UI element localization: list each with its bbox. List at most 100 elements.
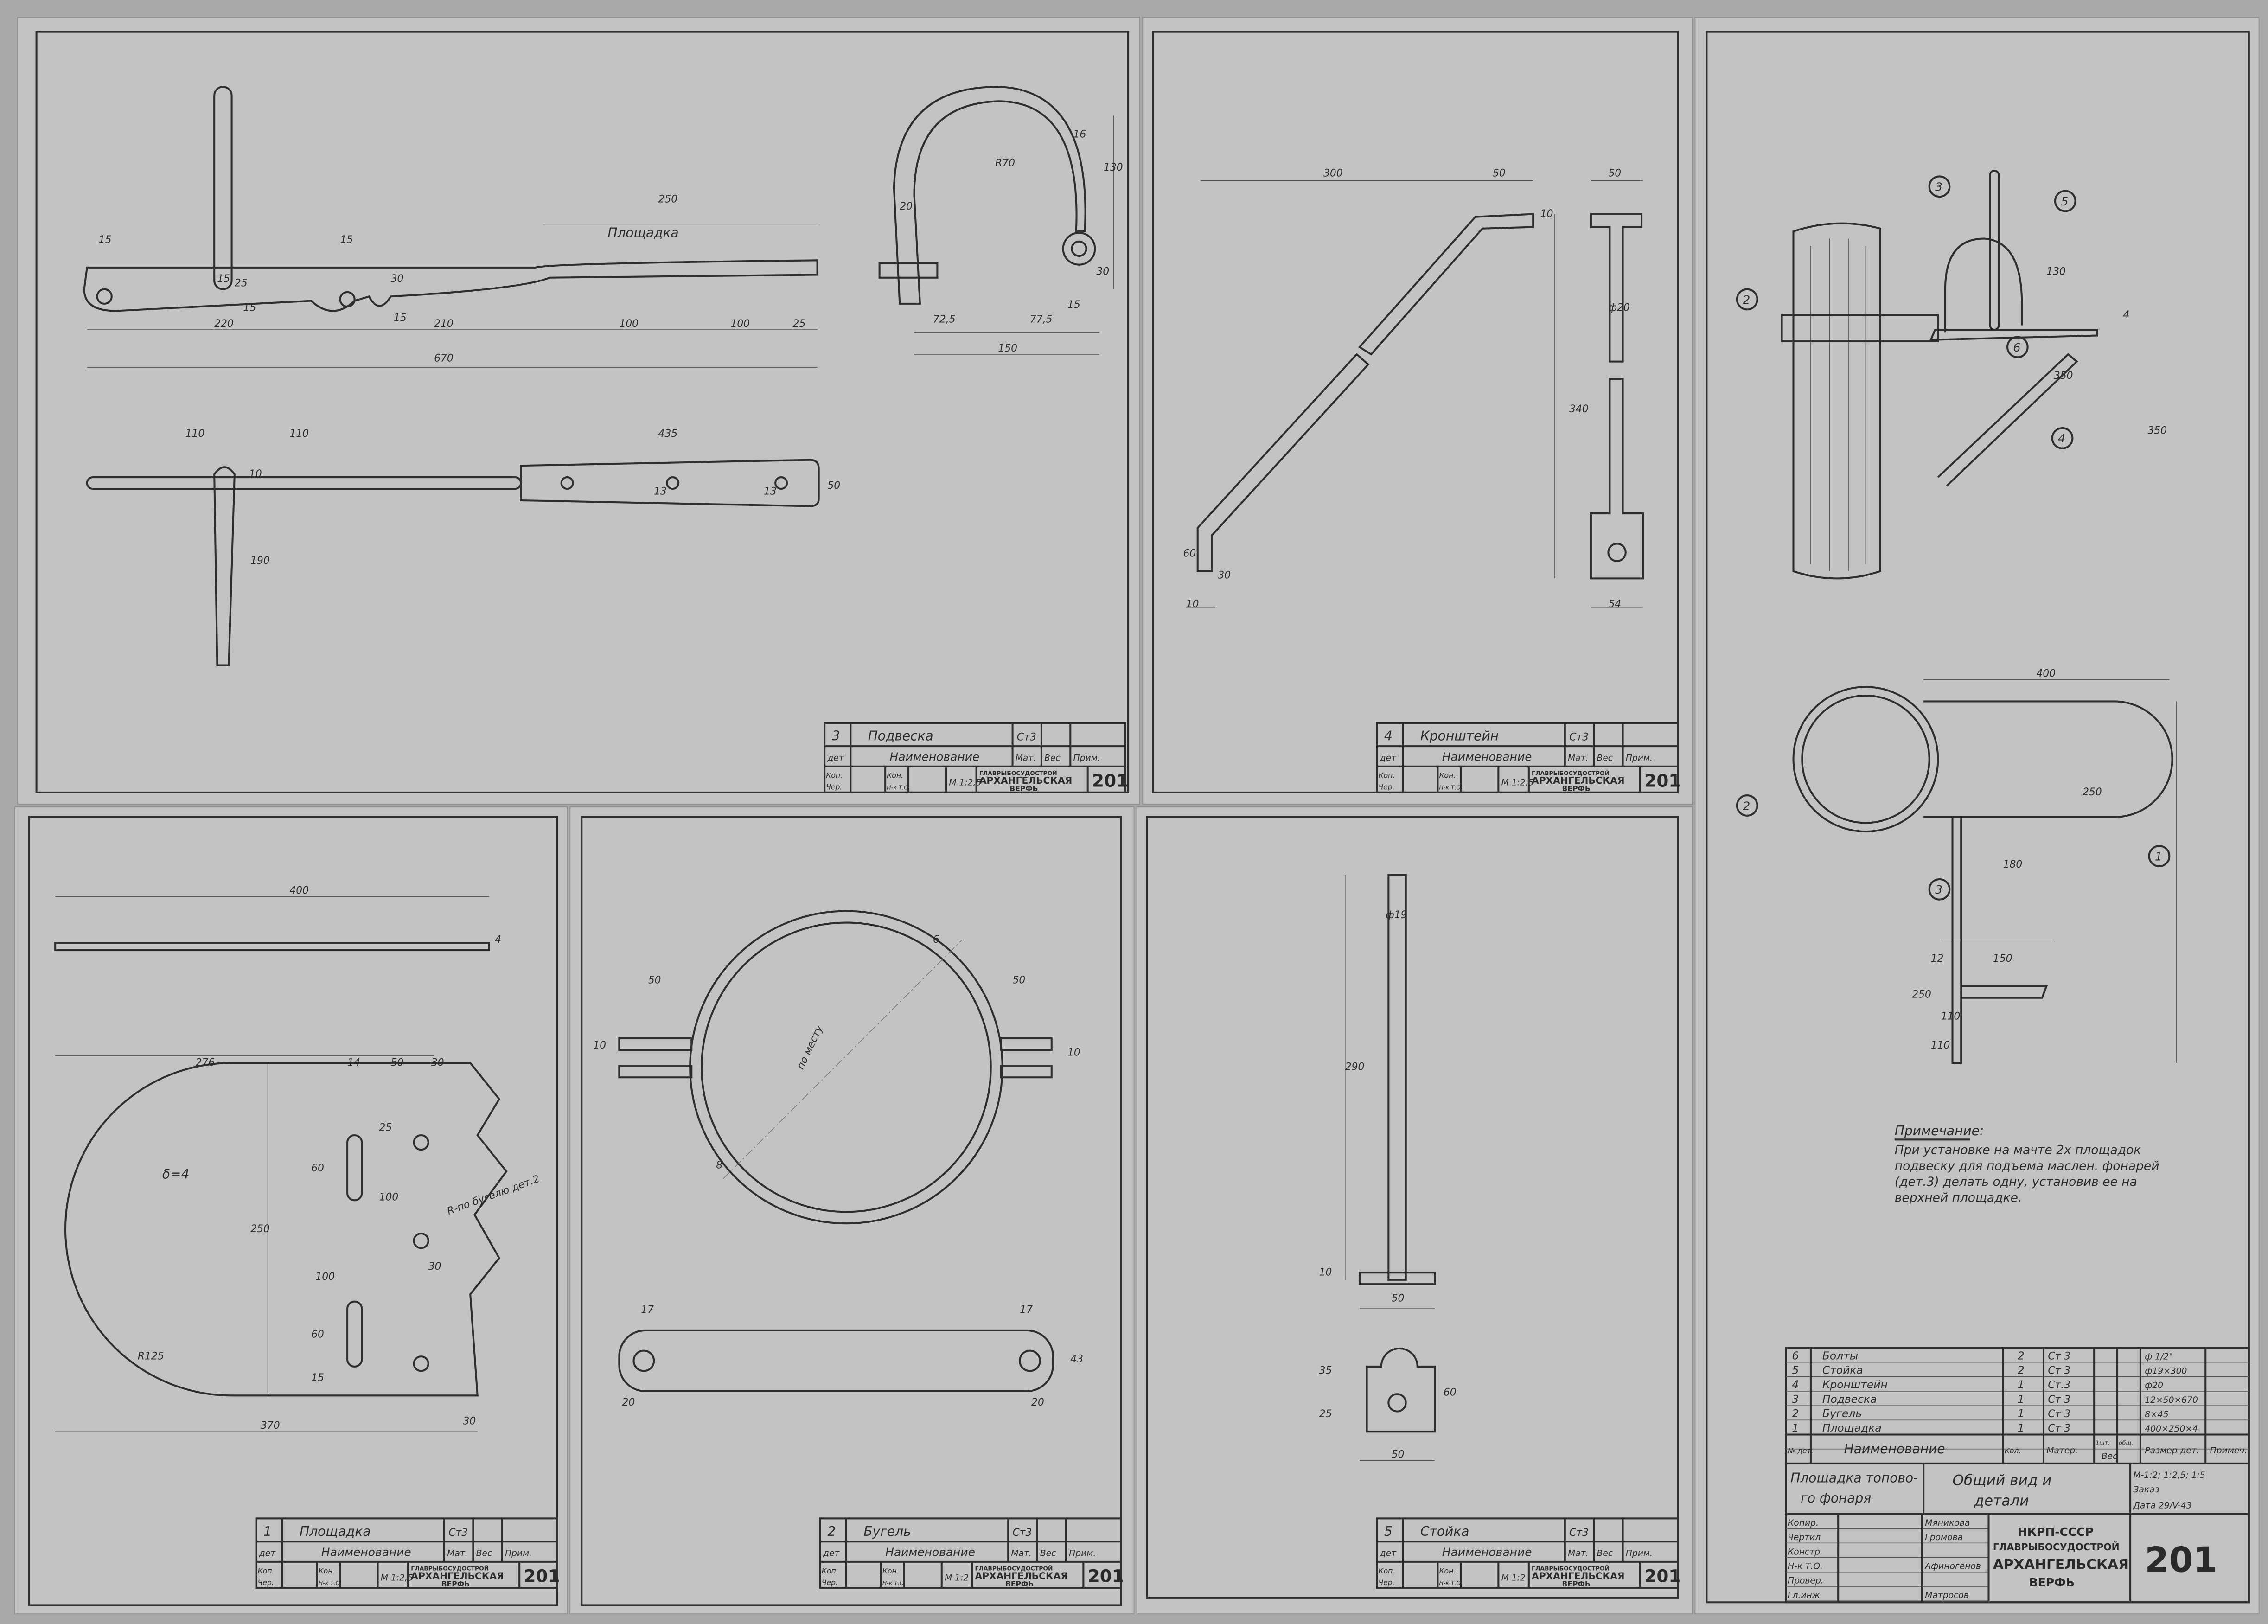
dimension-label: 30 xyxy=(431,1057,444,1068)
sheet-number: 201 xyxy=(1644,770,1680,791)
note-line: верхней площадке. xyxy=(1895,1190,2022,1205)
role-label: Н-к Т.О. xyxy=(1788,1561,1823,1571)
dimension-label: 20 xyxy=(1031,1397,1044,1408)
dimension-label: 50 xyxy=(1392,1293,1405,1304)
stoika-drawing xyxy=(1345,874,1436,1461)
label-thickness: δ=4 xyxy=(162,1167,190,1182)
role-label: Гл.инж. xyxy=(1788,1591,1823,1600)
dimension-label: 43 xyxy=(1070,1354,1083,1365)
person-name: Громова xyxy=(1925,1533,1963,1542)
general-title-and-parts: Примечание:При установке на мачте 2х пло… xyxy=(1785,1123,2250,1604)
label-cher: Чер. xyxy=(1379,1579,1395,1587)
header-det: дет xyxy=(823,1548,840,1558)
label-kon: Кон. xyxy=(1439,1567,1456,1575)
dimension-label: 72,5 xyxy=(933,313,956,325)
dimension-label: 100 xyxy=(619,318,639,330)
org-name: АРХАНГЕЛЬСКАЯ xyxy=(1993,1556,2129,1572)
object-name: Площадка топово- xyxy=(1790,1470,1918,1485)
dimension-label: 10 xyxy=(593,1040,606,1051)
dimension-label: 30 xyxy=(1096,266,1109,278)
header-note: Прим. xyxy=(1626,1548,1653,1558)
order: Заказ xyxy=(2133,1485,2159,1495)
callout-number: 1 xyxy=(2155,850,2162,863)
dimension-label: 13 xyxy=(654,486,667,498)
document-title: Общий вид и xyxy=(1953,1472,2052,1489)
role-label: Копир. xyxy=(1788,1518,1819,1528)
part-row-name: Подвеска xyxy=(1822,1393,1877,1406)
header-material: Матер. xyxy=(2046,1446,2078,1456)
header-weight-total: общ. xyxy=(2119,1439,2133,1446)
dimension-label: 30 xyxy=(428,1261,441,1272)
header-note: Прим. xyxy=(1626,753,1653,763)
dimension-label: 10 xyxy=(1067,1047,1080,1058)
header-weight: Вес xyxy=(476,1548,492,1558)
title-block-frame xyxy=(819,1517,1122,1589)
label-kop: Коп. xyxy=(1379,772,1395,780)
dimension-label: 15 xyxy=(99,234,112,246)
part-row-material: Ст 3 xyxy=(2048,1365,2070,1377)
label-kon: Кон. xyxy=(319,1567,335,1575)
part-number: 2 xyxy=(827,1524,836,1539)
dimension-label: 12 xyxy=(1931,953,1944,965)
header-material: Мат. xyxy=(447,1548,467,1558)
dimension-label: 190 xyxy=(250,555,270,567)
header-name: Наименование xyxy=(885,1545,975,1559)
document-title: детали xyxy=(1974,1492,2029,1509)
dimension-label: 220 xyxy=(214,318,234,330)
note-title: Примечание: xyxy=(1895,1123,1984,1138)
dimension-label: 15 xyxy=(217,273,230,285)
frame xyxy=(35,31,1130,793)
header-note: Прим. xyxy=(1069,1548,1096,1558)
label-nk: Н-к Т.О. xyxy=(1439,1579,1463,1586)
header-name: Наименование xyxy=(889,750,979,763)
dimension-label: 60 xyxy=(311,1163,324,1174)
callout-number: 6 xyxy=(2013,341,2021,354)
label-kon: Кон. xyxy=(882,1567,899,1575)
scale: М 1:2,5 xyxy=(949,778,981,787)
header-weight: Вес xyxy=(1044,753,1061,763)
header-size: Размер дет. xyxy=(2145,1446,2199,1456)
frame xyxy=(1146,816,1679,1599)
header-weight: Вес xyxy=(1597,753,1613,763)
sheet-kronshtein xyxy=(1142,17,1693,805)
dimension-label: 110 xyxy=(1931,1040,1950,1051)
part-material: Ст3 xyxy=(1569,1527,1589,1539)
dimension-label: 25 xyxy=(793,318,806,330)
header-det: дет xyxy=(259,1548,276,1558)
callout-circle xyxy=(1928,878,1951,901)
part-row-num: 4 xyxy=(1792,1378,1799,1391)
scale: М 1:2,5 xyxy=(381,1573,413,1583)
dimension-label: 50 xyxy=(827,480,840,492)
part-row-name: Болты xyxy=(1822,1349,1858,1362)
dimension-label: 25 xyxy=(1319,1408,1332,1420)
person-name: Матросов xyxy=(1925,1591,1969,1600)
dimension-label: 350 xyxy=(2054,370,2073,382)
dimension-label: ф20 xyxy=(1608,302,1629,313)
dimension-label: 250 xyxy=(250,1223,270,1235)
part-name: Подвеска xyxy=(868,729,933,744)
title-block-frame xyxy=(824,722,1126,793)
dimension-label: 17 xyxy=(1020,1304,1033,1316)
label-nk: Н-к Т.О. xyxy=(1439,784,1463,791)
part-row-num: 2 xyxy=(1792,1407,1799,1420)
callout-circle xyxy=(2148,845,2171,867)
dimension-label: 340 xyxy=(1569,403,1589,415)
org-name: ВЕРФЬ xyxy=(1009,785,1038,793)
title-block-frame xyxy=(255,1517,558,1589)
part-row-qty: 2 xyxy=(2018,1364,2025,1377)
general-view-drawing xyxy=(1781,169,2177,1064)
org-name: НКРП-СССР xyxy=(2018,1525,2094,1539)
dimension-label: 30 xyxy=(1218,569,1231,581)
dimension-label: 130 xyxy=(2046,266,2066,278)
org-name: ВЕРФЬ xyxy=(1562,785,1591,793)
dimension-label: 15 xyxy=(340,234,353,246)
scale: М 1:2,5 xyxy=(1501,778,1534,787)
header-material: Мат. xyxy=(1016,753,1036,763)
dimension-label: 20 xyxy=(622,1397,635,1408)
dimension-label: 110 xyxy=(185,428,205,440)
callout-circle xyxy=(2051,427,2074,449)
org-name: АРХАНГЕЛЬСКАЯ xyxy=(979,775,1072,786)
dimension-label: 60 xyxy=(1444,1387,1457,1398)
dimension-label: 130 xyxy=(1104,162,1123,173)
